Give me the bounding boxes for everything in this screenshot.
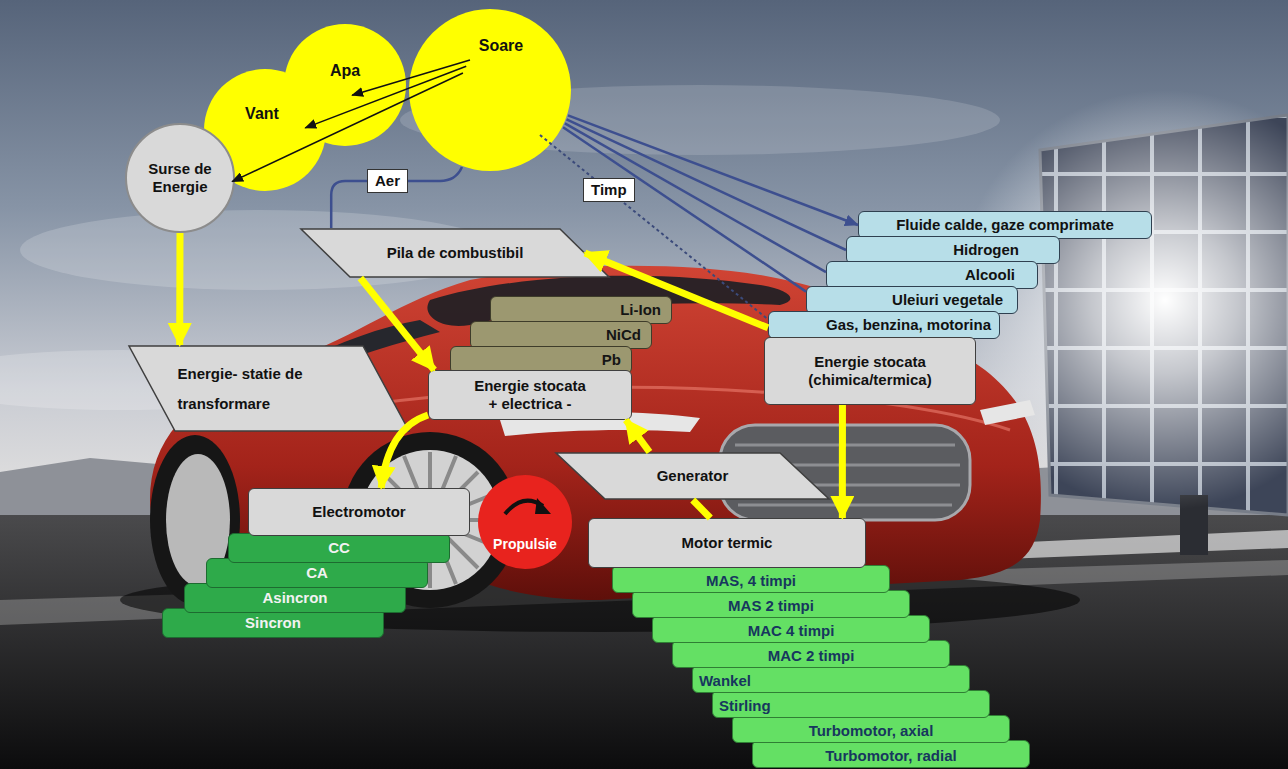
connector-line (352, 60, 470, 95)
motor-type-box: CC (228, 533, 450, 563)
node-label: Energie- statie de transformare (178, 359, 343, 419)
energy-flow-arrow (360, 278, 434, 370)
node-label: Wankel (699, 672, 751, 690)
connector-line (305, 66, 466, 128)
node-label: Alcooli (965, 266, 1015, 284)
connector-line (567, 119, 846, 250)
connector-line (568, 115, 858, 225)
fuel-box: Alcooli (826, 261, 1038, 289)
node-label: MAS, 4 timpi (706, 572, 796, 590)
node-label: Energie stocata + electrica - (471, 377, 589, 413)
process-parallelogram: Pila de combustibil (300, 228, 610, 278)
connector-line (331, 167, 462, 228)
process-parallelogram: Generator (555, 452, 830, 500)
edge-label-holder: Aer (367, 169, 408, 193)
node-label: CC (328, 539, 350, 557)
engine-type-box: MAS 2 timpi (632, 590, 910, 618)
node-label: Li-Ion (620, 301, 661, 319)
connector-line (232, 73, 463, 182)
node-label: Energie stocata (chimica/termica) (805, 353, 935, 389)
node-label: Pb (602, 351, 621, 369)
battery-box: Li-Ion (490, 296, 672, 324)
node-label: Asincron (262, 589, 327, 607)
node-label: Fluide calde, gaze comprimate (896, 216, 1114, 234)
propulsion-circle: Propulsie (477, 474, 573, 570)
energy-flow-arrow (381, 415, 428, 488)
edge-label: Timp (583, 178, 635, 202)
source-circle: Surse de Energie (125, 123, 235, 233)
connector-line (565, 123, 826, 272)
connector-line (563, 127, 806, 291)
node-label: Motor termic (682, 534, 773, 552)
node-label: Uleiuri vegetale (892, 291, 1003, 309)
node-label: MAS 2 timpi (728, 597, 814, 615)
circle-outline (409, 9, 571, 171)
parallelogram-outline (129, 346, 409, 431)
node-label: Hidrogen (953, 241, 1019, 259)
node-label: NiCd (606, 326, 641, 344)
energy-flow-arrow (585, 253, 768, 328)
car-headlight (980, 400, 1035, 425)
parallelogram-outline (301, 229, 609, 277)
rotation-arrowhead (535, 498, 551, 514)
circle-outline (478, 475, 572, 569)
energy-flow-arrow (626, 420, 650, 452)
fuel-box: Hidrogen (846, 236, 1060, 264)
node-label: MAC 2 timpi (768, 647, 855, 665)
car-body (150, 266, 1041, 600)
edge-label-holder: Timp (583, 178, 635, 202)
fuel-box: Fluide calde, gaze comprimate (858, 211, 1152, 239)
node-label: Soare (479, 36, 523, 55)
node-label: Turbomotor, axial (809, 722, 934, 740)
node-shape (128, 345, 410, 432)
node-label: Vant (245, 104, 279, 123)
energy-flow-arrow (176, 233, 183, 345)
node-shape (408, 8, 572, 172)
engine-type-box: MAC 2 timpi (672, 640, 950, 668)
node-label: Generator (657, 467, 729, 485)
fuel-box: Gas, benzina, motorina (768, 311, 1000, 339)
energy-flow-arrow (693, 500, 711, 518)
process-parallelogram: Energie- statie de transformare (128, 345, 410, 432)
circle-outline (126, 124, 234, 232)
energy-source-circle: Soare (408, 8, 572, 172)
node-label: Surse de Energie (135, 160, 225, 196)
fuel-box: Uleiuri vegetale (806, 286, 1018, 314)
engine-type-box: Stirling (712, 690, 990, 718)
motor-box: Motor termic (588, 518, 866, 568)
connector-line (540, 135, 768, 319)
node-label: Gas, benzina, motorina (826, 316, 991, 334)
node-label: Turbomotor, radial (825, 747, 956, 765)
engine-type-box: MAS, 4 timpi (612, 565, 890, 593)
engine-type-box: Turbomotor, radial (752, 740, 1030, 768)
car-windshield (427, 276, 790, 326)
node-label: Stirling (719, 697, 771, 715)
energy-flow-arrow (839, 405, 846, 518)
battery-box: NiCd (470, 321, 652, 349)
motor-box: Electromotor (248, 488, 470, 536)
engine-type-box: Wankel (692, 665, 970, 693)
storage-box: Energie stocata (chimica/termica) (764, 337, 976, 405)
node-label: Pila de combustibil (387, 244, 524, 262)
node-label: CA (306, 564, 328, 582)
node-label: Apa (330, 61, 360, 80)
edge-label: Aer (367, 169, 408, 193)
node-label: Sincron (245, 614, 301, 632)
engine-type-box: Turbomotor, axial (732, 715, 1010, 743)
storage-box: Energie stocata + electrica - (428, 370, 632, 420)
node-shape (477, 474, 573, 570)
node-label: Propulsie (493, 536, 557, 553)
parallelogram-outline (556, 453, 829, 499)
node-label: MAC 4 timpi (748, 622, 835, 640)
engine-type-box: MAC 4 timpi (652, 615, 930, 643)
node-label: Electromotor (312, 503, 405, 521)
